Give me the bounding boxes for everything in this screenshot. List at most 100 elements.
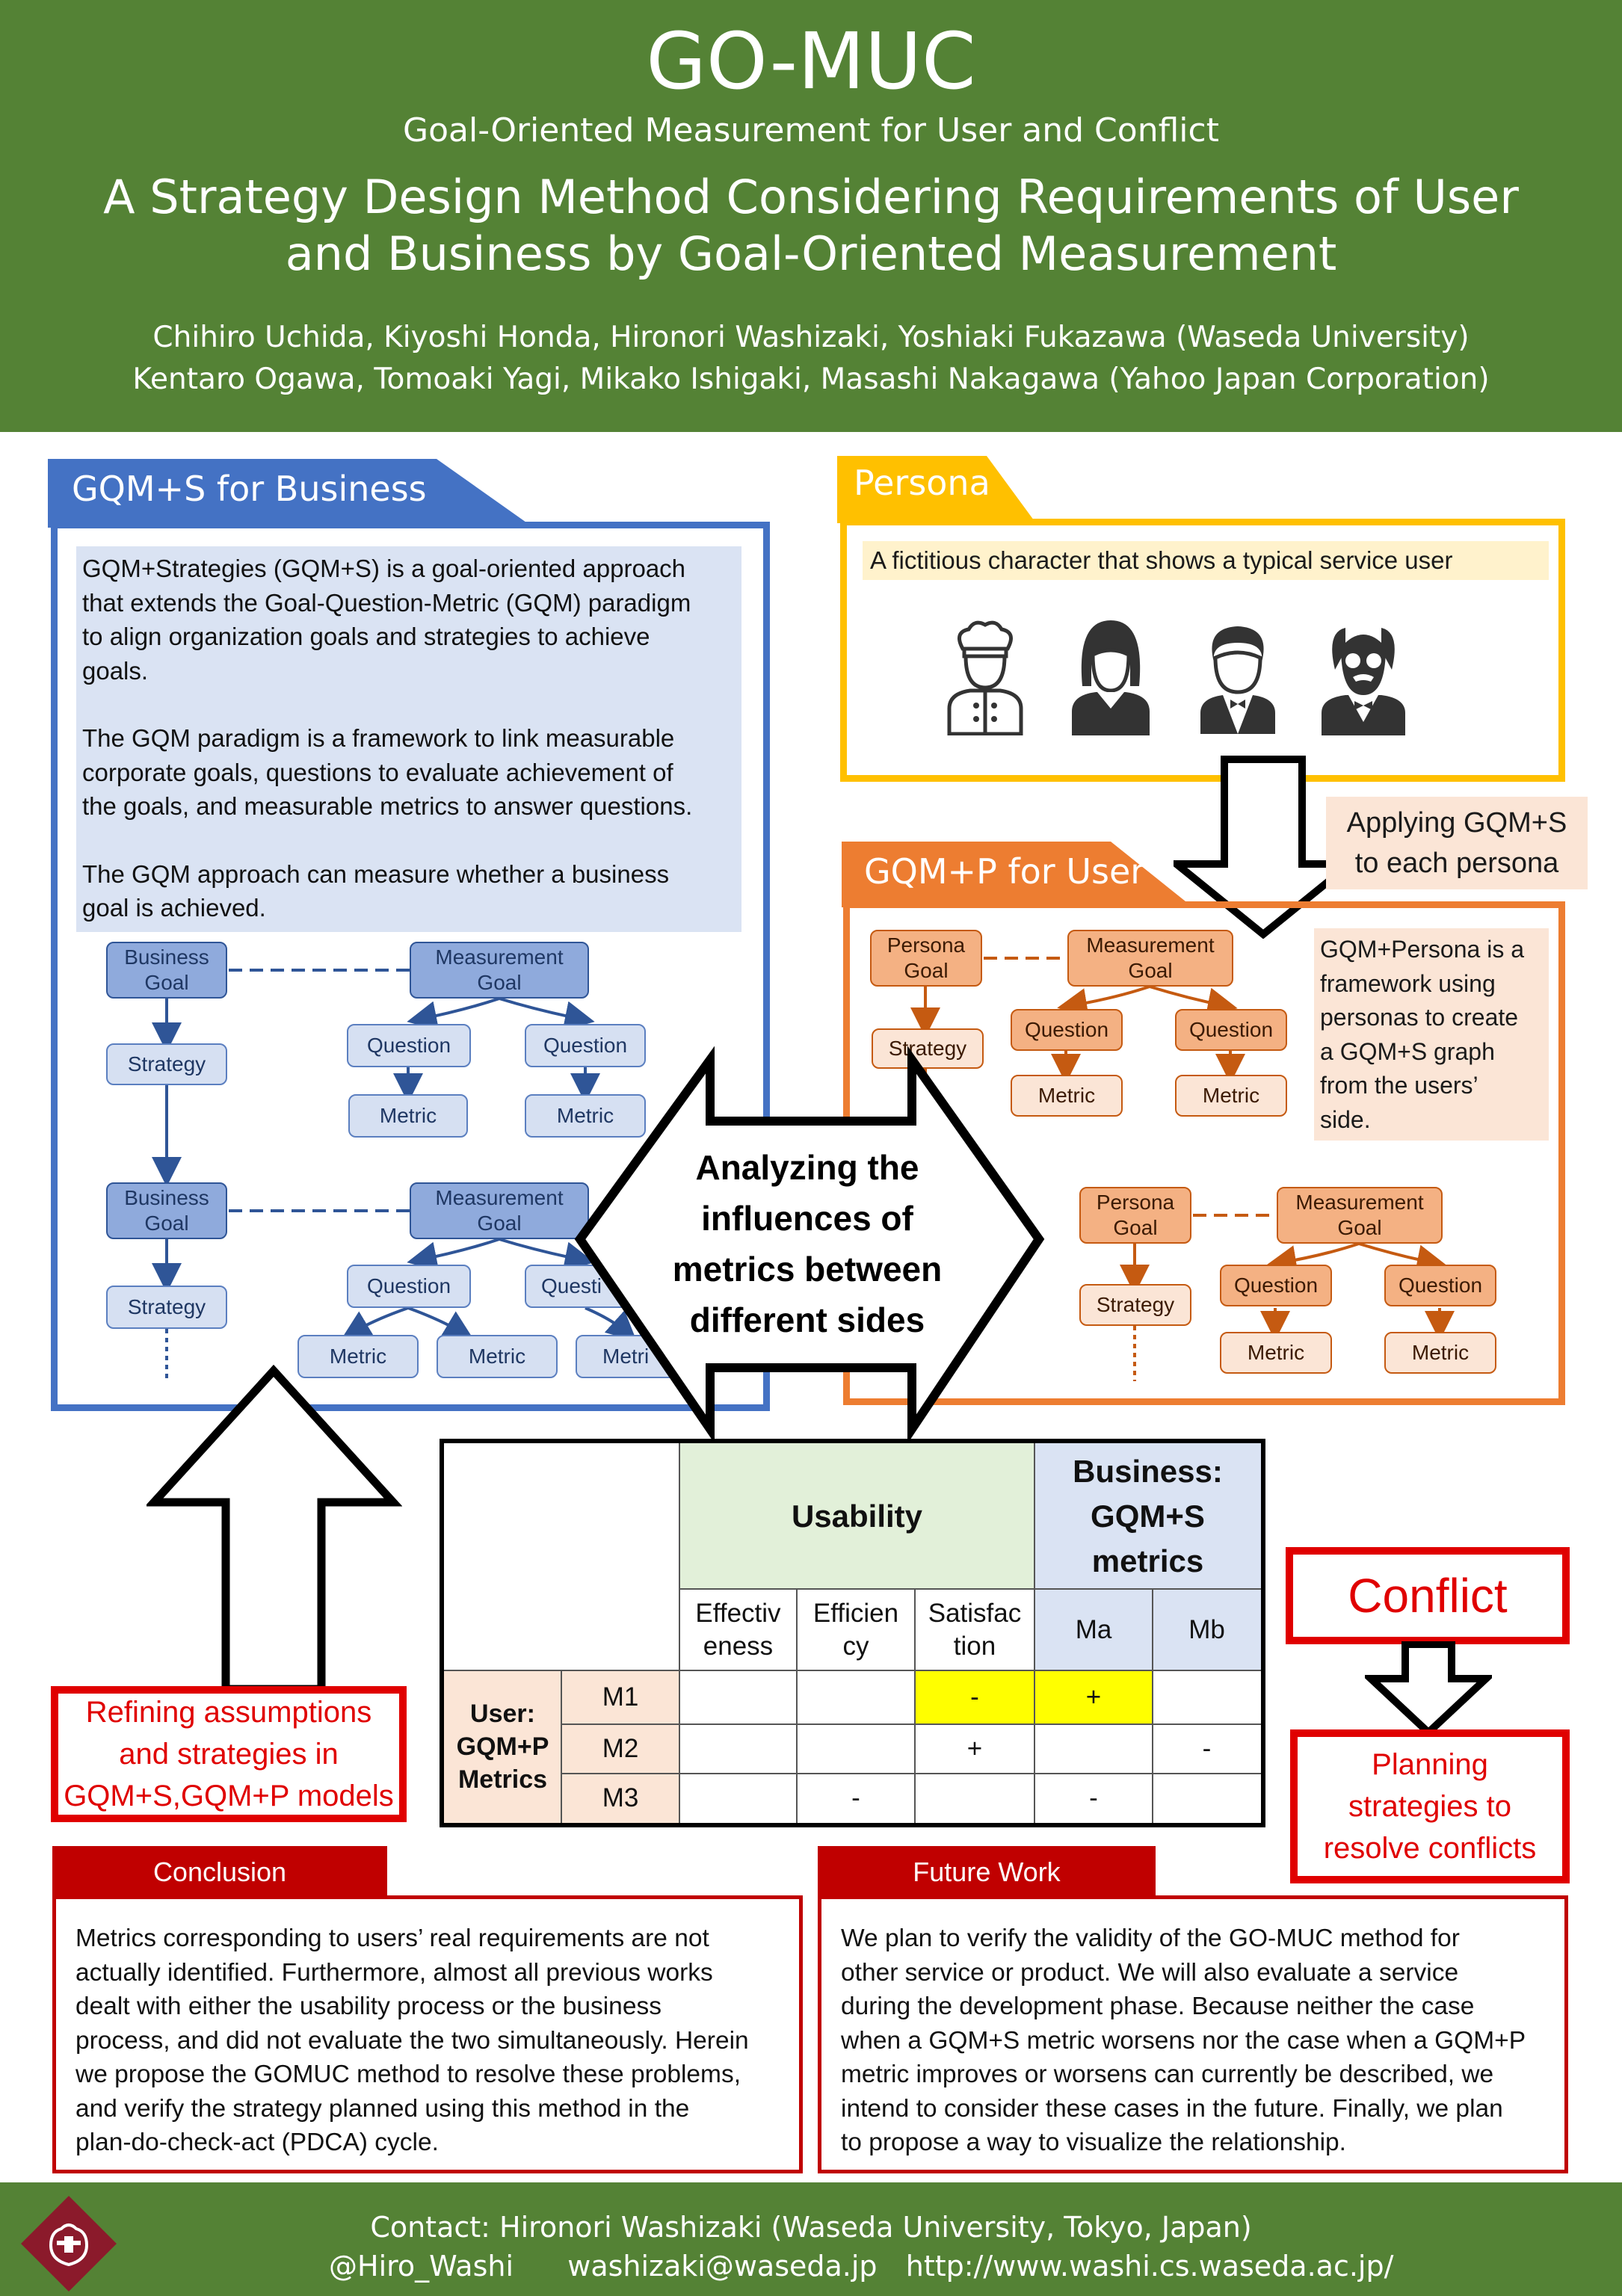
business-header-bg — [1034, 1443, 1261, 1670]
table-cell: - — [970, 1682, 979, 1712]
arrow-line: Analyzing the — [695, 1148, 919, 1187]
text-line: goals. — [82, 656, 149, 685]
header-line: tion — [953, 1631, 996, 1661]
footer-contact: Contact: Hironori Washizaki (Waseda Univ… — [370, 2211, 1252, 2244]
text-line: GQM+Strategies (GQM+S) is a goal-oriente… — [82, 555, 686, 582]
gqms-para-1: GQM+Strategies (GQM+S) is a goal-oriente… — [82, 552, 740, 688]
center-double-arrow — [574, 1046, 1045, 1442]
future-work-tab: Future Work — [818, 1846, 1156, 1898]
conclusion-panel: Metrics corresponding to users’ real req… — [52, 1895, 803, 2173]
text-line: process, and did not evaluate the two si… — [75, 2026, 749, 2055]
text-line: intend to consider these cases in the fu… — [841, 2094, 1503, 2123]
authors-line-1: Chihiro Uchida, Kiyoshi Honda, Hironori … — [152, 321, 1470, 354]
node-text: Goal — [477, 971, 522, 994]
gqms-tab — [48, 459, 534, 528]
gqms-description-box — [76, 546, 741, 932]
text-line: plan-do-check-act (PDCA) cycle. — [75, 2129, 439, 2156]
table-cell: - — [1202, 1734, 1212, 1763]
box-line: Refining assumptions — [85, 1696, 372, 1729]
row-label: M3 — [602, 1783, 639, 1812]
metric-node: Metric — [1011, 1075, 1123, 1117]
twitter-handle[interactable]: @Hiro_Washi — [329, 2250, 514, 2283]
gqmp-description: GQM+Persona is a framework using persona… — [1314, 928, 1549, 1141]
highlight-cell — [1034, 1670, 1153, 1724]
table-cell — [915, 1774, 1034, 1823]
box-line: Planning — [1372, 1748, 1488, 1781]
text-line: dealt with either the usability process … — [75, 1993, 662, 2020]
text-line: goal is achieved. — [82, 894, 266, 922]
text-line: We plan to verify the validity of the GO… — [841, 1925, 1460, 1952]
header-line: GQM+S — [1091, 1498, 1205, 1534]
table-cell: - — [1089, 1783, 1098, 1812]
text-line: corporate goals, questions to evaluate a… — [82, 758, 673, 786]
node-text: Goal — [1113, 1216, 1158, 1239]
woman-icon — [1072, 620, 1150, 735]
text-line: Metrics corresponding to users’ real req… — [75, 1925, 709, 1952]
node-text: Measurement — [435, 945, 564, 969]
text-line: framework using — [1320, 969, 1496, 997]
chef-icon — [947, 620, 1023, 735]
header-line: User: — [470, 1700, 535, 1728]
table-cell — [1153, 1774, 1261, 1823]
highlight-cell — [915, 1670, 1034, 1724]
poster-header — [0, 0, 1622, 432]
arrow-line: influences of — [701, 1199, 913, 1238]
paper-title-line-1: A Strategy Design Method Considering Req… — [103, 170, 1519, 224]
old-man-icon — [1322, 628, 1405, 735]
node-text: Business — [124, 945, 209, 969]
question-node: Question — [1220, 1265, 1332, 1306]
header-line: Satisfac — [928, 1598, 1022, 1628]
table-cell — [679, 1724, 797, 1774]
node-text: Measurement — [1086, 933, 1215, 957]
table-cell — [679, 1774, 797, 1823]
waiter-icon — [1200, 626, 1275, 734]
text-line: we propose the GOMUC method to resolve t… — [75, 2061, 741, 2088]
node-text: Measurement — [1295, 1191, 1424, 1214]
refining-box: Refining assumptions and strategies in GQM… — [51, 1686, 407, 1822]
website-link[interactable]: http://www.washi.cs.waseda.ac.jp/ — [905, 2250, 1394, 2283]
gqms-para-3: The GQM approach can measure whether a b… — [82, 857, 740, 925]
text-line: when a GQM+S metric worsens nor the case… — [841, 2026, 1526, 2055]
strategy-node: Strategy — [106, 1286, 227, 1329]
node-text: Goal — [1337, 1216, 1382, 1239]
header-line: Efficien — [812, 1598, 899, 1628]
table-cell — [679, 1670, 797, 1724]
node-text: Goal — [477, 1212, 522, 1235]
text-line: the goals, and measurable metrics to ans… — [82, 792, 693, 820]
paper-title-line-2: and Business by Goal-Oriented Measuremen… — [285, 226, 1337, 281]
node-text: Goal — [904, 959, 949, 982]
question-node: Question — [525, 1024, 646, 1067]
header-line: GQM+P — [456, 1732, 549, 1761]
conclusion-tab: Conclusion — [52, 1846, 387, 1898]
question-node: Question — [1011, 1009, 1123, 1051]
authors-line-2: Kentaro Ogawa, Tomoaki Yagi, Mikako Ishi… — [132, 362, 1490, 396]
email-link[interactable]: washizaki@waseda.jp — [567, 2250, 878, 2283]
gqms-frame — [51, 522, 770, 1411]
box-line: resolve conflicts — [1323, 1832, 1537, 1865]
header-line: eness — [703, 1631, 774, 1661]
box-line: and strategies in — [119, 1738, 339, 1771]
text-line: a GQM+S graph — [1320, 1037, 1495, 1065]
table-cell — [1034, 1724, 1153, 1774]
note-line: Applying GQM+S — [1346, 807, 1567, 839]
gqmp-tab — [842, 842, 1193, 907]
poster-title: GO-MUC — [646, 16, 976, 107]
metric-node: Metric — [437, 1335, 558, 1378]
metric-node: Metric — [1175, 1075, 1287, 1117]
text-line: from the users’ — [1320, 1072, 1478, 1099]
row-label: M2 — [602, 1734, 639, 1763]
header-line: cy — [842, 1631, 869, 1661]
box-line: GQM+S,GQM+P models — [64, 1780, 394, 1812]
metric-node: Metric — [1220, 1332, 1332, 1374]
table-cell — [1153, 1670, 1261, 1724]
persona-tab-label: Persona — [854, 463, 990, 503]
